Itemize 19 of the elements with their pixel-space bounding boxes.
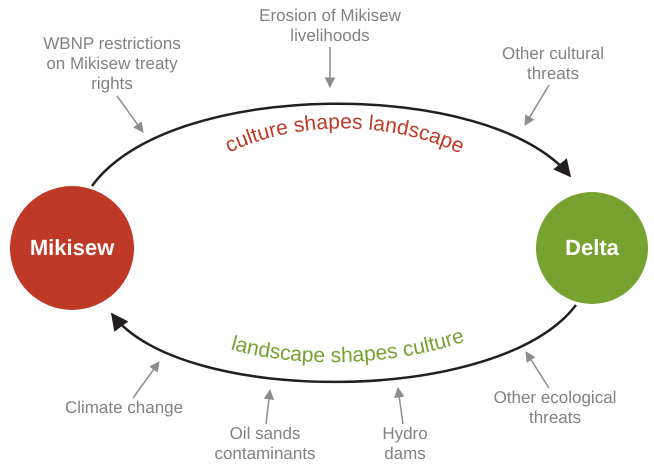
node-circle: Mikisew — [10, 186, 134, 310]
threat-label: Erosion of Mikisew livelihoods — [230, 6, 430, 46]
arrow — [264, 388, 274, 424]
arrow — [324, 47, 336, 88]
curved-arrow — [110, 304, 577, 384]
threat-label: Other cultural threats — [478, 44, 628, 84]
arrow — [132, 361, 160, 398]
threat-label: WBNP restrictions on Mikisew treaty rights — [37, 34, 187, 94]
threat-label: Hydro dams — [365, 424, 445, 464]
arrow — [525, 351, 550, 388]
node-circle: Delta — [536, 192, 648, 304]
curved-arrow — [91, 102, 572, 187]
edge-label: landscape shapes culture — [228, 324, 467, 368]
threat-label: Oil sands contaminants — [190, 424, 340, 464]
arrow — [524, 84, 550, 126]
arrow — [116, 96, 144, 133]
arrow — [394, 386, 404, 424]
threat-label: Climate change — [44, 398, 204, 418]
threat-label: Other ecological threats — [470, 388, 640, 428]
